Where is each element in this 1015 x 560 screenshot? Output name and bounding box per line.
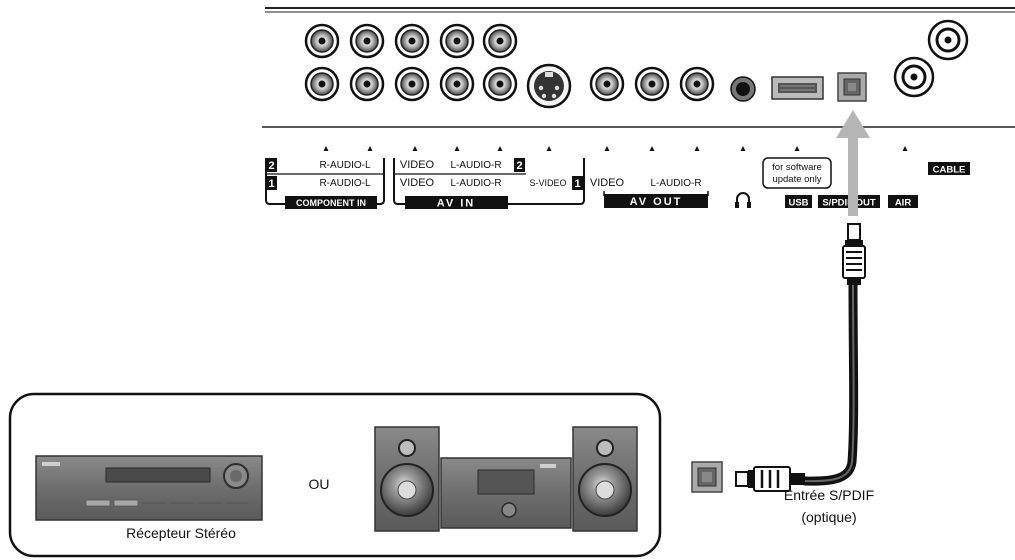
component-in-group: 2 R-AUDIO-L 1 R-AUDIO-L COMPONENT IN	[265, 158, 385, 209]
air-badge: AIR	[895, 198, 912, 209]
av-in-group: VIDEO L-AUDIO-R 2 VIDEO L-AUDIO-R S-VIDE…	[393, 158, 585, 210]
component-in-badge: COMPONENT IN	[296, 198, 366, 208]
tv-jacks	[304, 23, 715, 102]
avin-row2-video: VIDEO	[400, 159, 435, 171]
av-out-group: VIDEO L-AUDIO-R AV OUT	[590, 177, 709, 208]
av-out-badge: AV OUT	[630, 196, 683, 208]
tv-back-panel	[262, 7, 1015, 128]
avin-row1-audio: L-AUDIO-R	[450, 178, 501, 189]
spdif-input-label: Entrée S/PDIF	[784, 487, 874, 503]
component-row1-number: 1	[268, 178, 274, 190]
headphone-jack	[730, 76, 756, 102]
avin-row1-video: VIDEO	[400, 177, 435, 189]
avin-row1-svideo: S-VIDEO	[529, 178, 566, 188]
spdif-arrow	[836, 110, 870, 216]
rca-jack-avout-1	[589, 66, 625, 102]
cable-badge: CABLE	[933, 165, 966, 176]
headphone-icon	[735, 192, 751, 208]
rca-jack-top-5	[482, 23, 518, 59]
cable-label: CABLE	[928, 162, 970, 176]
optical-cable	[800, 279, 859, 486]
rca-jack-top-4	[439, 23, 475, 59]
rca-jack-bottom-3	[394, 66, 430, 102]
rca-jack-top-2	[349, 23, 385, 59]
usb-port	[771, 76, 824, 100]
jack-pointer-4	[454, 146, 460, 151]
component-row2-number: 2	[268, 160, 274, 172]
stereo-receiver	[35, 455, 263, 521]
receiver-label: Récepteur Stéréo	[126, 525, 236, 541]
spdif-input-sublabel: (optique)	[801, 509, 856, 525]
component-row1-label: R-AUDIO-L	[319, 178, 371, 189]
svideo-jack	[526, 63, 572, 109]
optical-plug-tv	[842, 223, 866, 285]
jack-pointer-3	[412, 146, 418, 151]
receiver-optical-port	[691, 461, 723, 493]
avin-row2-number: 2	[516, 160, 522, 172]
rca-jack-top-3	[394, 23, 430, 59]
avout-video: VIDEO	[590, 177, 625, 189]
jack-pointers	[323, 146, 908, 151]
usb-label-group: for software update only USB	[762, 157, 832, 209]
rca-jack-avout-3	[679, 66, 715, 102]
mini-stereo-system	[374, 426, 638, 532]
rca-jack-bottom-1	[304, 66, 340, 102]
jack-pointer-1	[323, 146, 329, 151]
rca-jack-avout-2	[634, 66, 670, 102]
avin-row1-number: 1	[574, 178, 580, 190]
jack-pointer-9	[694, 146, 700, 151]
spdif-optical-port	[837, 72, 867, 102]
jack-pointer-7	[604, 146, 610, 151]
avout-audio: L-AUDIO-R	[650, 178, 701, 189]
jack-pointer-10	[740, 146, 746, 151]
jack-pointer-11	[794, 146, 800, 151]
av-in-badge: AV IN	[437, 198, 476, 210]
usb-badge: USB	[788, 198, 808, 209]
rca-jack-top-1	[304, 23, 340, 59]
rca-jack-bottom-5	[482, 66, 518, 102]
cable-coax-jack	[927, 19, 969, 61]
jack-pointer-5	[497, 146, 503, 151]
jack-pointer-6	[546, 146, 552, 151]
usb-note-line2: update only	[772, 174, 821, 185]
air-coax-jack	[893, 56, 935, 98]
or-label: OU	[309, 476, 330, 492]
air-label: AIR	[888, 195, 918, 209]
optical-plug-receiver	[735, 466, 805, 492]
usb-note-line1: for software	[772, 162, 822, 173]
jack-pointer-12	[902, 146, 908, 151]
component-row2-label: R-AUDIO-L	[319, 160, 371, 171]
rca-jack-bottom-4	[439, 66, 475, 102]
jack-pointer-8	[649, 146, 655, 151]
jack-pointer-2	[367, 146, 373, 151]
avin-row2-audio: L-AUDIO-R	[450, 160, 501, 171]
rca-jack-bottom-2	[349, 66, 385, 102]
